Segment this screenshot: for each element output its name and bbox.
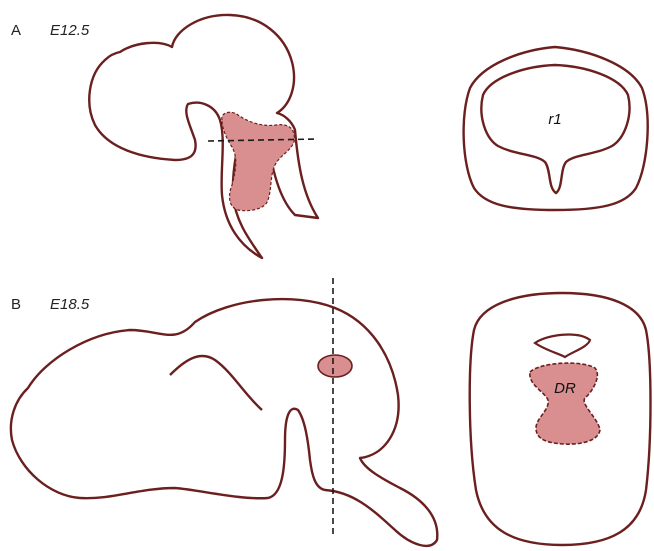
section-a-label: r1	[548, 111, 561, 128]
brain-b-highlighted-region	[318, 355, 352, 377]
panel-a-letter: A	[11, 22, 21, 39]
embryo-a-section-line	[208, 139, 318, 141]
panel-b-letter: B	[11, 296, 21, 313]
brain-b-sagittal	[11, 278, 437, 546]
section-b-label: DR	[554, 380, 576, 397]
section-a-coronal: r1	[464, 47, 648, 210]
panel-a-stage: E12.5	[50, 22, 90, 39]
section-b-ventricle	[535, 335, 590, 357]
section-b-highlighted-region	[530, 363, 600, 444]
brain-b-outline	[11, 299, 437, 546]
section-b-coronal: DR	[470, 293, 651, 545]
brain-b-inner-fold	[170, 356, 262, 410]
section-a-inner-outline	[481, 65, 629, 193]
panel-b-stage: E18.5	[50, 296, 90, 313]
section-a-outer-outline	[464, 47, 648, 210]
embryo-a-sagittal	[89, 15, 318, 258]
